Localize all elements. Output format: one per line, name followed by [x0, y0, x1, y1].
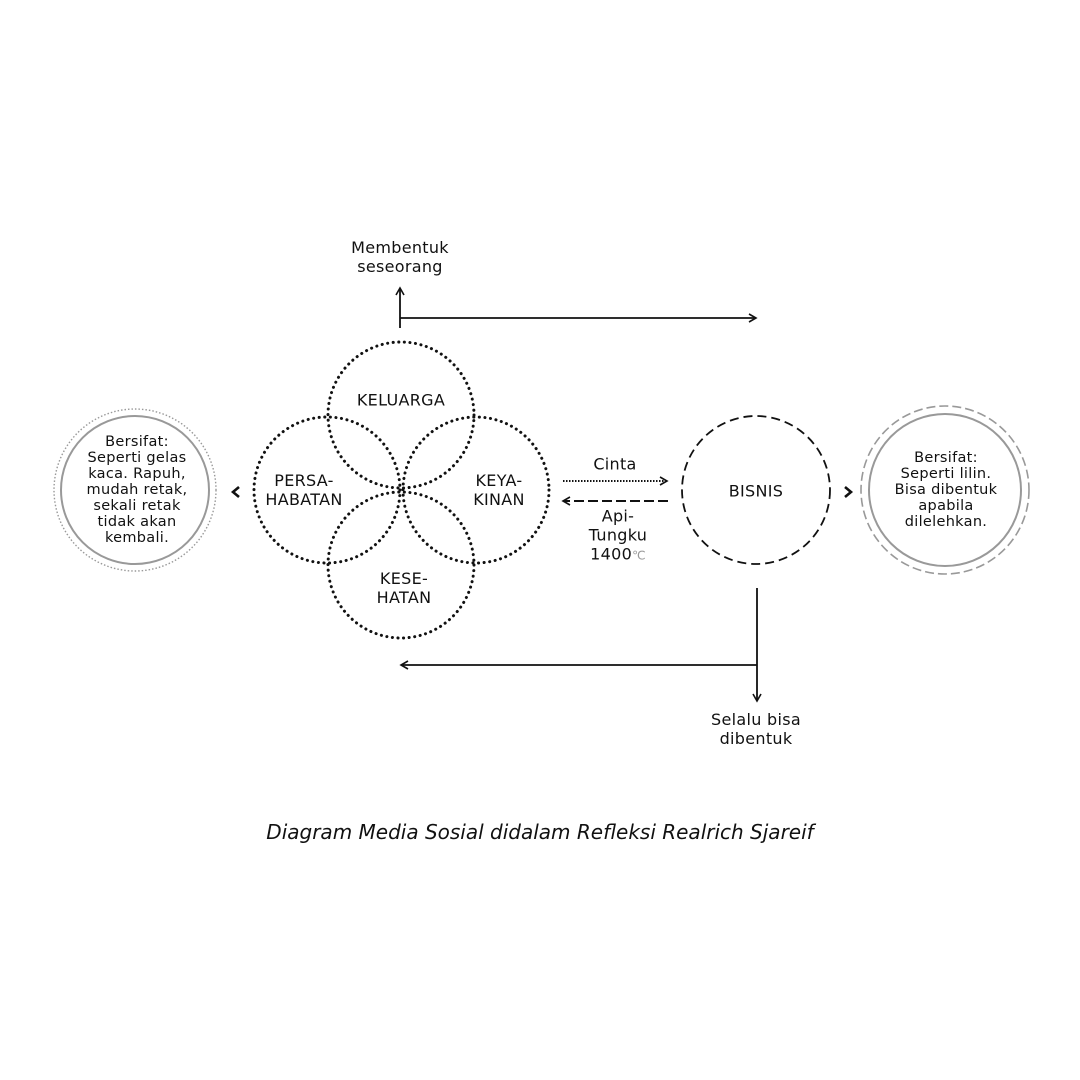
- right-note-inner-ring: [868, 413, 1022, 567]
- label-keyakinan: KEYA-KINAN: [473, 471, 525, 509]
- circle-keyakinan: [401, 415, 551, 565]
- chevron-left-icon: [230, 486, 240, 498]
- circle-bisnis: [681, 415, 831, 565]
- circle-persahabatan: [252, 415, 402, 565]
- left-note-outer-ring: [53, 408, 217, 572]
- degree-celsius: ℃: [632, 548, 646, 563]
- circle-kesehatan: [326, 490, 476, 640]
- label-persahabatan: PERSA-HABATAN: [265, 471, 343, 509]
- right-note-outer-ring: [860, 405, 1030, 575]
- left-note-inner-ring: [60, 415, 210, 565]
- label-cinta: Cinta: [593, 454, 637, 474]
- label-keluarga: KELUARGA: [356, 390, 446, 410]
- circle-keluarga: [326, 340, 476, 490]
- label-kesehatan: KESE-HATAN: [376, 569, 432, 607]
- label-bisnis: BISNIS: [728, 481, 784, 501]
- caption: Diagram Media Sosial didalam Refleksi Re…: [266, 820, 814, 844]
- chevron-right-icon: [844, 486, 854, 498]
